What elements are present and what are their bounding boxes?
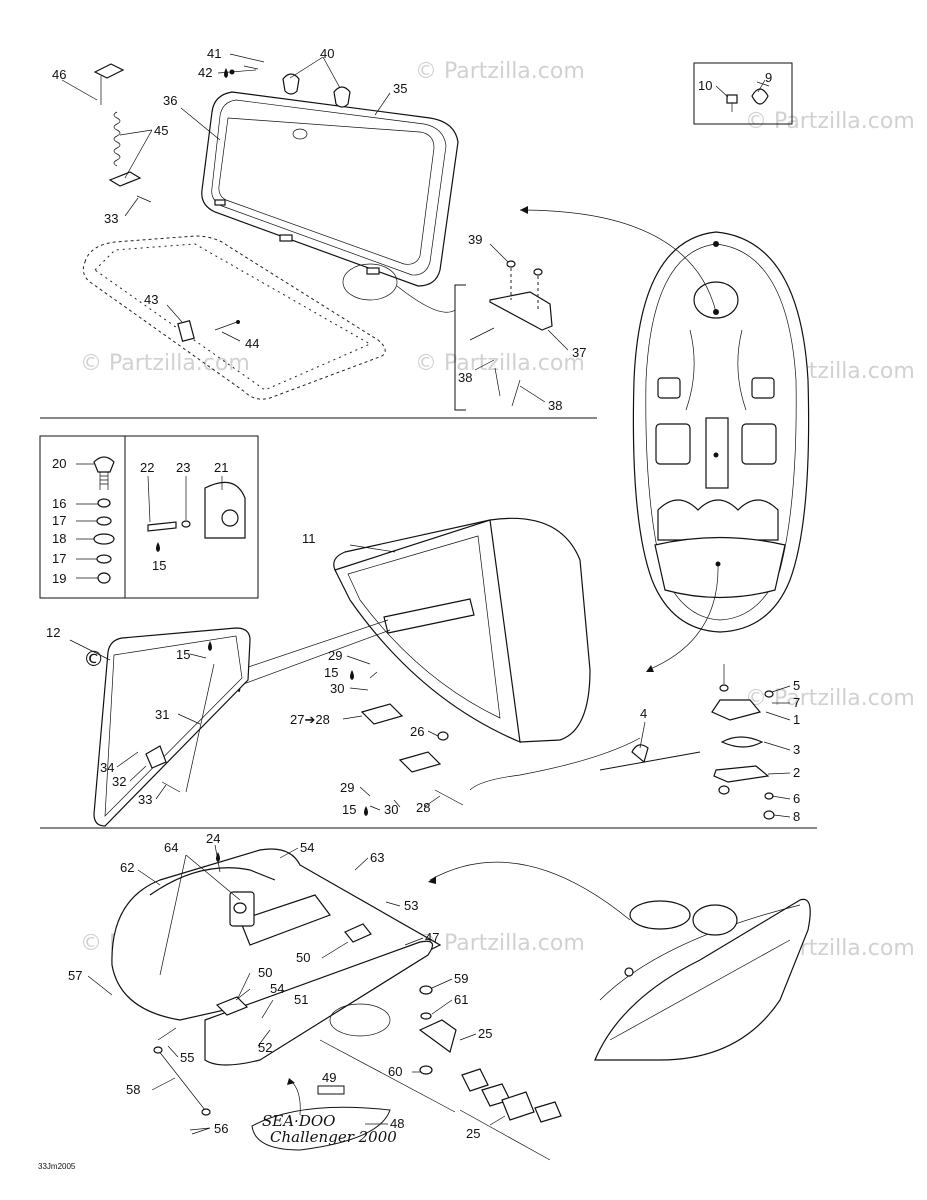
callout-15: 15 xyxy=(324,665,338,680)
callout-2: 2 xyxy=(793,765,800,780)
watermark: © Partzilla.com xyxy=(415,351,585,376)
callout-25: 25 xyxy=(478,1026,492,1041)
callout-19: 19 xyxy=(52,571,66,586)
callout-54: 54 xyxy=(300,840,314,855)
callout-41: 41 xyxy=(207,46,221,61)
callout-32: 32 xyxy=(112,774,126,789)
callout-46: 46 xyxy=(52,67,66,82)
callout-10: 10 xyxy=(698,78,712,93)
callout-64: 64 xyxy=(164,840,178,855)
callout-15: 15 xyxy=(176,647,190,662)
callout-9: 9 xyxy=(765,70,772,85)
callout-59: 59 xyxy=(454,971,468,986)
logo-model: Challenger 2000 xyxy=(270,1128,397,1146)
callout-60: 60 xyxy=(388,1064,402,1079)
logo-brand: SEA·DOO xyxy=(262,1112,335,1130)
callout-51: 51 xyxy=(294,992,308,1007)
gas-strut-tube xyxy=(383,598,475,634)
callout-1: 1 xyxy=(793,712,800,727)
callout-42: 42 xyxy=(198,65,212,80)
callout-34: 34 xyxy=(100,760,114,775)
leader-lines xyxy=(61,53,791,1131)
callout-63: 63 xyxy=(370,850,384,865)
callout-3: 3 xyxy=(793,742,800,757)
callout-16: 16 xyxy=(52,496,66,511)
watercraft-rear-view xyxy=(428,861,811,1061)
decal-49 xyxy=(317,1085,345,1095)
drawing-code: 33Jm2005 xyxy=(38,1162,76,1171)
callout-27-28: 27➔28 xyxy=(290,712,330,727)
callout-30: 30 xyxy=(384,802,398,817)
callout-49: 49 xyxy=(322,1070,336,1085)
watermark: © Partzilla.com xyxy=(415,931,585,956)
watermark: © Partzilla.com xyxy=(415,59,585,84)
callout-53: 53 xyxy=(404,898,418,913)
callout-labels: 46 41 42 40 35 36 45 33 43 44 39 37 38 3… xyxy=(38,46,800,1171)
callout-12: 12 xyxy=(46,625,60,640)
callout-44: 44 xyxy=(245,336,259,351)
callout-37: 37 xyxy=(572,345,586,360)
console-shelf-group: SEA·DOO Challenger 2000 xyxy=(111,848,562,1161)
hardware-box-15-23 xyxy=(39,435,259,599)
callout-5: 5 xyxy=(793,678,800,693)
callout-28: 28 xyxy=(416,800,430,815)
watermark: © Partzilla.com xyxy=(745,109,915,134)
callout-29: 29 xyxy=(340,780,354,795)
callout-7: 7 xyxy=(793,695,800,710)
callout-39: 39 xyxy=(468,232,482,247)
callout-61: 61 xyxy=(454,992,468,1007)
latch-40 xyxy=(282,73,300,95)
callout-58: 58 xyxy=(126,1082,140,1097)
callout-24: 24 xyxy=(206,831,220,846)
callout-15: 15 xyxy=(342,802,356,817)
callout-38: 38 xyxy=(458,370,472,385)
lock-assembly xyxy=(469,664,775,820)
callout-20: 20 xyxy=(52,456,66,471)
callout-33: 33 xyxy=(138,792,152,807)
callout-30: 30 xyxy=(330,681,344,696)
callout-23: 23 xyxy=(176,460,190,475)
callout-45: 45 xyxy=(154,123,168,138)
callout-38: 38 xyxy=(548,398,562,413)
callout-17: 17 xyxy=(52,513,66,528)
callout-31: 31 xyxy=(155,707,169,722)
callout-26: 26 xyxy=(410,724,424,739)
callout-52: 52 xyxy=(258,1040,272,1055)
lid-frame xyxy=(201,91,459,287)
callout-8: 8 xyxy=(793,809,800,824)
callout-43: 43 xyxy=(144,292,158,307)
callout-11: 11 xyxy=(302,531,316,546)
callout-21: 21 xyxy=(214,460,228,475)
hardware-box-9-10 xyxy=(693,62,793,125)
callout-48: 48 xyxy=(390,1116,404,1131)
callout-15: 15 xyxy=(152,558,166,573)
callout-17: 17 xyxy=(52,551,66,566)
storage-bin-group xyxy=(93,517,591,827)
callout-22: 22 xyxy=(140,460,154,475)
callout-62: 62 xyxy=(120,860,134,875)
callout-6: 6 xyxy=(793,791,800,806)
callout-35: 35 xyxy=(393,81,407,96)
callout-33: 33 xyxy=(104,211,118,226)
glovebox-lid-group xyxy=(82,63,553,411)
callout-4: 4 xyxy=(640,706,647,721)
watermark: © Partzilla.com xyxy=(745,686,915,711)
callout-56: 56 xyxy=(214,1121,228,1136)
callout-55: 55 xyxy=(180,1050,194,1065)
callout-18: 18 xyxy=(52,531,66,546)
callout-50: 50 xyxy=(296,950,310,965)
callout-57: 57 xyxy=(68,968,82,983)
callout-29: 29 xyxy=(328,648,342,663)
callout-47: 47 xyxy=(425,930,439,945)
watercraft-top-view xyxy=(519,206,810,672)
callout-40: 40 xyxy=(320,46,334,61)
callout-54: 54 xyxy=(270,981,284,996)
callout-36: 36 xyxy=(163,93,177,108)
callout-25: 25 xyxy=(466,1126,480,1141)
watermark: © Partzilla.com xyxy=(80,351,250,376)
callout-50: 50 xyxy=(258,965,272,980)
